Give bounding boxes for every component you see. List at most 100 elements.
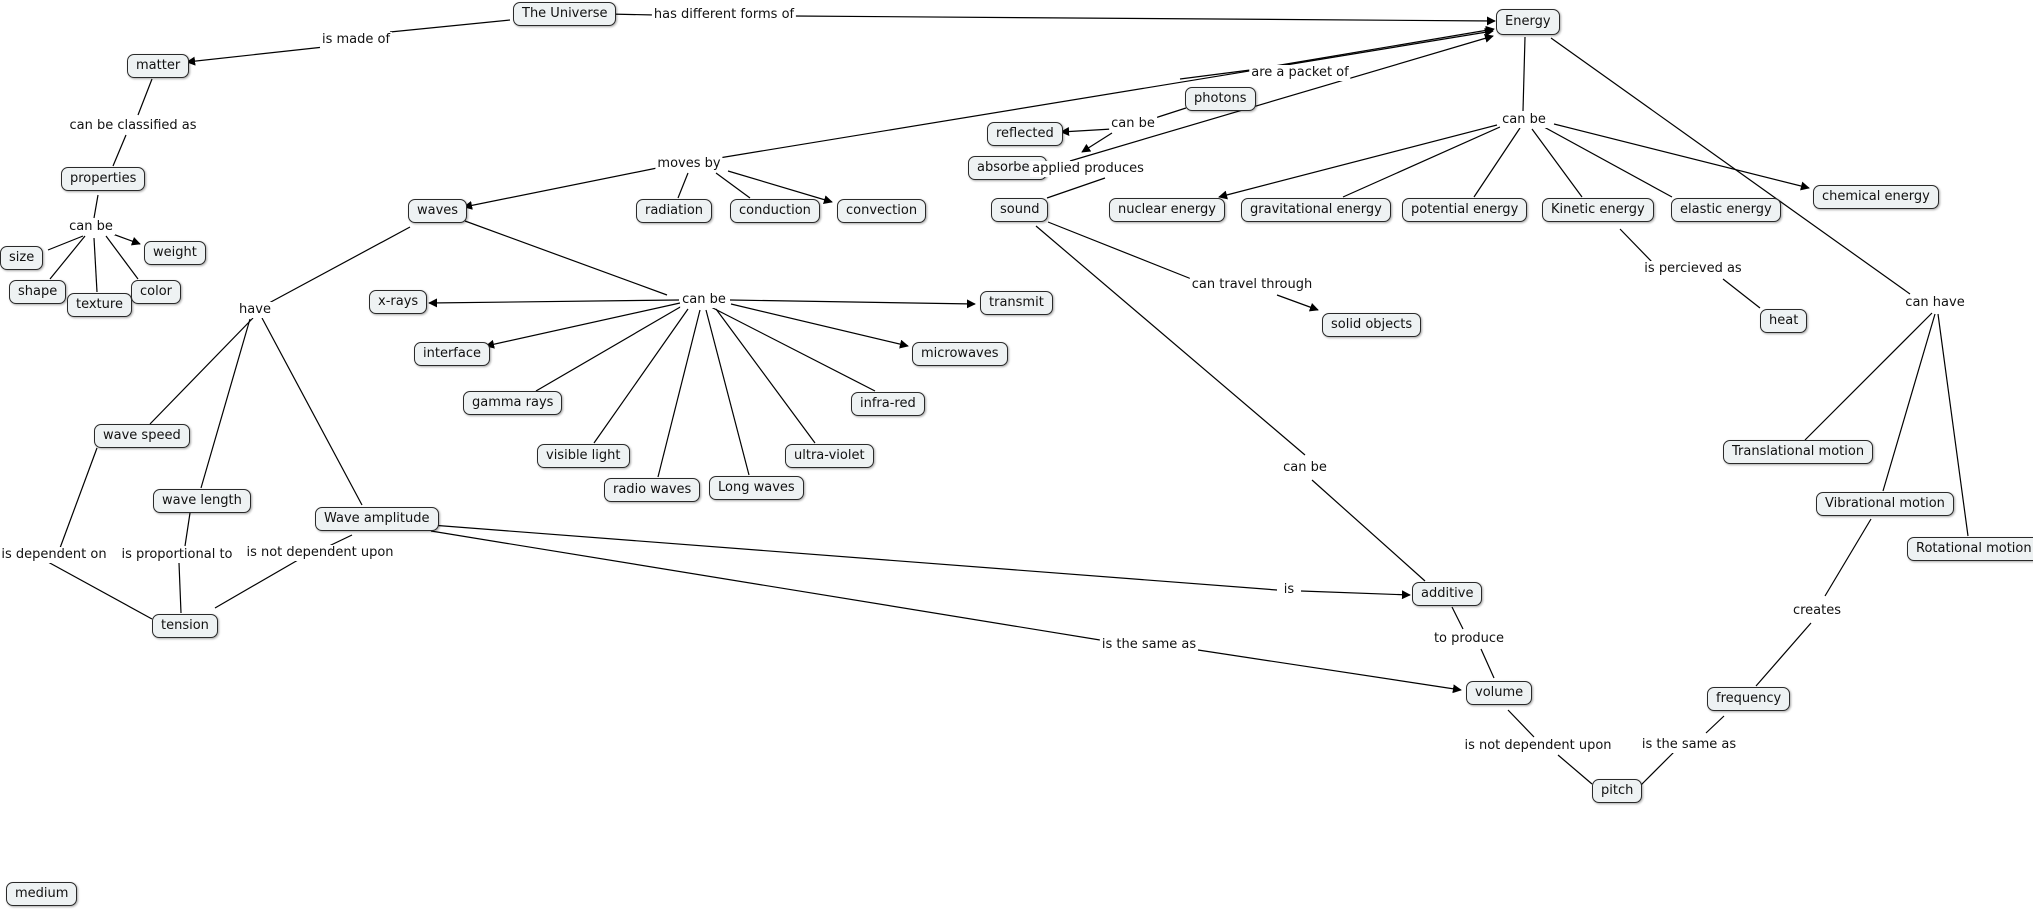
concept-pitch[interactable]: pitch (1592, 779, 1643, 803)
connector-line-71 (1755, 622, 1812, 687)
concept-weight[interactable]: weight (144, 241, 206, 265)
connector-line-19 (677, 172, 689, 199)
concept-waves[interactable]: waves (408, 199, 468, 223)
concept-properties[interactable]: properties (61, 167, 146, 191)
connector-line-8 (109, 232, 141, 246)
concept-texture[interactable]: texture (67, 293, 132, 317)
link-waves-can-be: can be (680, 292, 728, 308)
connector-line-31 (1550, 37, 1911, 295)
concept-kinetic-energy[interactable]: Kinetic energy (1542, 198, 1654, 222)
concept-chemical-energy[interactable]: chemical energy (1813, 185, 1939, 209)
concept-rotational-motion[interactable]: Rotational motion (1907, 537, 2033, 561)
concept-infra-red[interactable]: infra-red (851, 392, 925, 416)
connector-line-50 (149, 317, 254, 425)
connector-line-41 (485, 302, 681, 349)
connector-line-42 (730, 303, 909, 349)
concept-x-rays[interactable]: x-rays (369, 290, 428, 314)
concept-solid-objects[interactable]: solid objects (1322, 313, 1422, 337)
concept-reflected[interactable]: reflected (987, 122, 1063, 146)
connector-line-26 (1342, 126, 1501, 198)
concept-wave-speed[interactable]: wave speed (94, 424, 190, 448)
connector-line-14 (1154, 107, 1187, 119)
connector-line-32 (1619, 228, 1653, 263)
connector-line-38 (464, 220, 668, 296)
link-is-proportional-to: is proportional to (119, 547, 235, 563)
link-is-the-same-as-pitch: is the same as (1639, 737, 1739, 753)
connector-line-64 (430, 530, 1101, 641)
link-photons-can-be: can be (1109, 116, 1157, 132)
concept-convection[interactable]: convection (837, 199, 927, 223)
concept-nuclear-energy[interactable]: nuclear energy (1109, 198, 1225, 222)
connector-line-54 (1882, 313, 1936, 492)
concept-photons[interactable]: photons (1185, 87, 1256, 111)
concept-radiation[interactable]: radiation (636, 199, 713, 223)
concept-visible-light[interactable]: visible light (537, 444, 630, 468)
connector-line-37 (1311, 479, 1426, 582)
concept-potential-energy[interactable]: potential energy (1402, 198, 1528, 222)
concept-color[interactable]: color (131, 280, 182, 304)
connector-line-20 (715, 172, 751, 199)
connector-line-35 (1276, 294, 1319, 312)
concept-energy[interactable]: Energy (1496, 9, 1560, 35)
concept-conduction[interactable]: conduction (730, 199, 820, 223)
connector-line-65 (1197, 649, 1462, 694)
concept-microwaves[interactable]: microwaves (912, 342, 1008, 366)
connector-line-13 (1179, 68, 1259, 80)
concept-additive[interactable]: additive (1412, 582, 1483, 606)
concept-volume[interactable]: volume (1466, 681, 1533, 705)
concept-wave-length[interactable]: wave length (153, 489, 251, 513)
concept-tension[interactable]: tension (152, 614, 218, 638)
link-is-the-same-as-volume: is the same as (1099, 637, 1199, 653)
concept-gravitational-energy[interactable]: gravitational energy (1241, 198, 1391, 222)
connector-line-6 (93, 194, 99, 219)
connector-line-55 (1937, 313, 1969, 537)
connector-line-53 (1804, 312, 1933, 441)
concept-frequency[interactable]: frequency (1707, 687, 1791, 711)
connector-line-29 (1543, 126, 1673, 198)
connector-line-15 (1060, 127, 1113, 137)
link-applied-produces: applied produces (1030, 161, 1146, 177)
concept-vibrational-motion[interactable]: Vibrational motion (1816, 492, 1954, 516)
concept-ultra-violet[interactable]: ultra-violet (785, 444, 874, 468)
concept-elastic-energy[interactable]: elastic energy (1671, 198, 1781, 222)
connector-line-16 (1081, 132, 1113, 153)
concept-size[interactable]: size (0, 246, 44, 270)
connector-line-52 (261, 317, 363, 506)
connector-line-69 (1557, 754, 1593, 785)
link-has-different-forms-of: has different forms of (651, 7, 797, 23)
concept-interface[interactable]: interface (414, 342, 490, 366)
connector-line-17 (463, 166, 663, 210)
connector-line-40 (729, 299, 976, 309)
concept-radio-waves[interactable]: radio waves (604, 478, 701, 502)
concept-sound[interactable]: sound (991, 198, 1049, 222)
connector-line-4 (137, 78, 153, 116)
concept-translational-motion[interactable]: Translational motion (1723, 440, 1874, 464)
connector-line-48 (715, 308, 816, 444)
concept-matter[interactable]: matter (127, 54, 190, 78)
connector-line-51 (200, 318, 251, 489)
connector-line-60 (328, 534, 353, 547)
connector-line-59 (47, 561, 153, 620)
concept-transmit[interactable]: transmit (980, 291, 1053, 315)
concept-long-waves[interactable]: Long waves (709, 476, 804, 500)
connector-line-70 (1824, 518, 1872, 597)
link-can-have: can have (1903, 295, 1967, 311)
concept-the-universe[interactable]: The Universe (513, 2, 617, 26)
concept-heat[interactable]: heat (1760, 309, 1808, 333)
connector-line-73 (1640, 751, 1675, 786)
link-is-percieved-as: is percieved as (1642, 261, 1744, 277)
connector-line-22 (1046, 177, 1106, 199)
concept-medium[interactable]: medium (6, 882, 78, 906)
link-are-a-packet-of: are a packet of (1249, 65, 1351, 81)
connector-line-62 (430, 524, 1278, 591)
link-is-made-of: is made of (319, 32, 393, 48)
link-have: have (237, 302, 273, 318)
link-energy-can-be: can be (1500, 112, 1548, 128)
link-is-dependent-on: is dependent on (0, 547, 109, 563)
connector-line-63 (1300, 590, 1411, 600)
concept-wave-amplitude[interactable]: Wave amplitude (315, 507, 439, 531)
concept-gamma-rays[interactable]: gamma rays (463, 391, 563, 415)
concept-shape[interactable]: shape (9, 280, 67, 304)
connector-line-9 (49, 235, 86, 280)
